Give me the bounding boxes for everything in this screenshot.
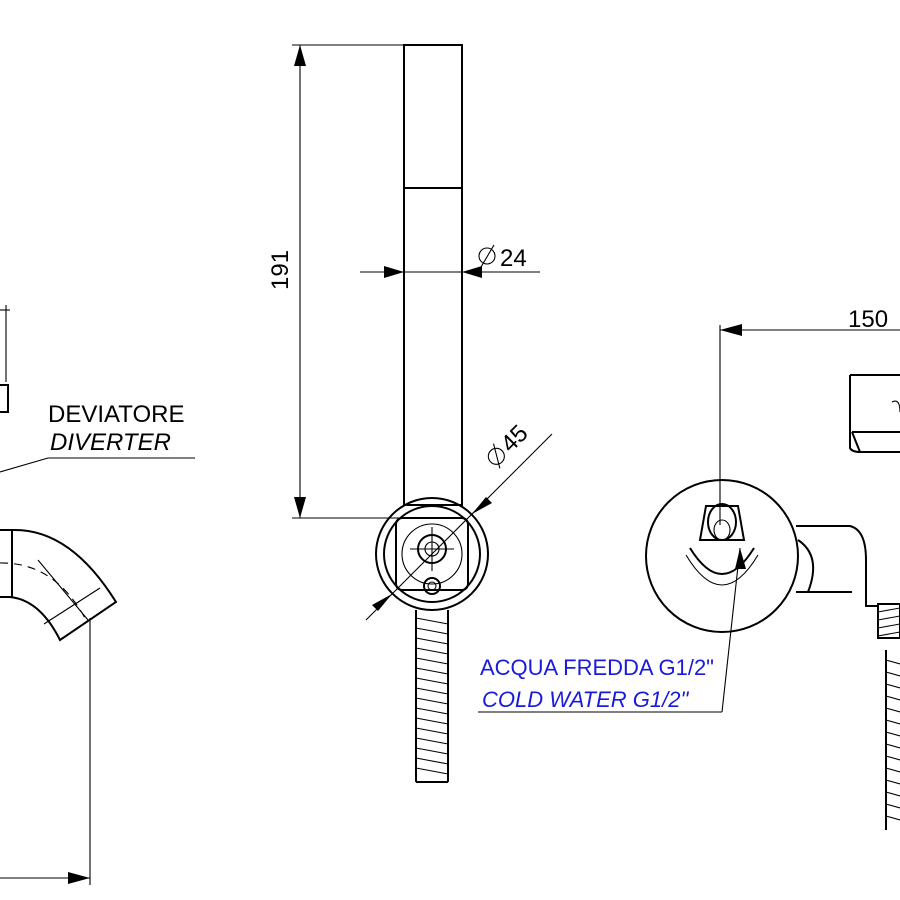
left-view — [0, 305, 195, 885]
dimension-191: 191 — [267, 250, 294, 290]
dimension-24: 24 — [500, 245, 527, 272]
diameter-24-label: 24 — [478, 244, 527, 272]
diameter-45-label: 45 — [487, 420, 534, 469]
cold-water-label-it: ACQUA FREDDA G1/2" — [480, 655, 714, 680]
dimension-150: 150 — [848, 306, 888, 333]
diverter-label-it: DEVIATORE — [48, 401, 184, 428]
diverter-label-en: DIVERTER — [50, 429, 171, 456]
diameter-symbol-45 — [487, 443, 505, 469]
hand-shower-view — [292, 44, 553, 783]
diameter-symbol-24 — [478, 244, 496, 268]
cold-water-label-en: COLD WATER G1/2" — [482, 687, 689, 712]
side-view — [478, 324, 900, 830]
dimension-45: 45 — [496, 420, 534, 458]
